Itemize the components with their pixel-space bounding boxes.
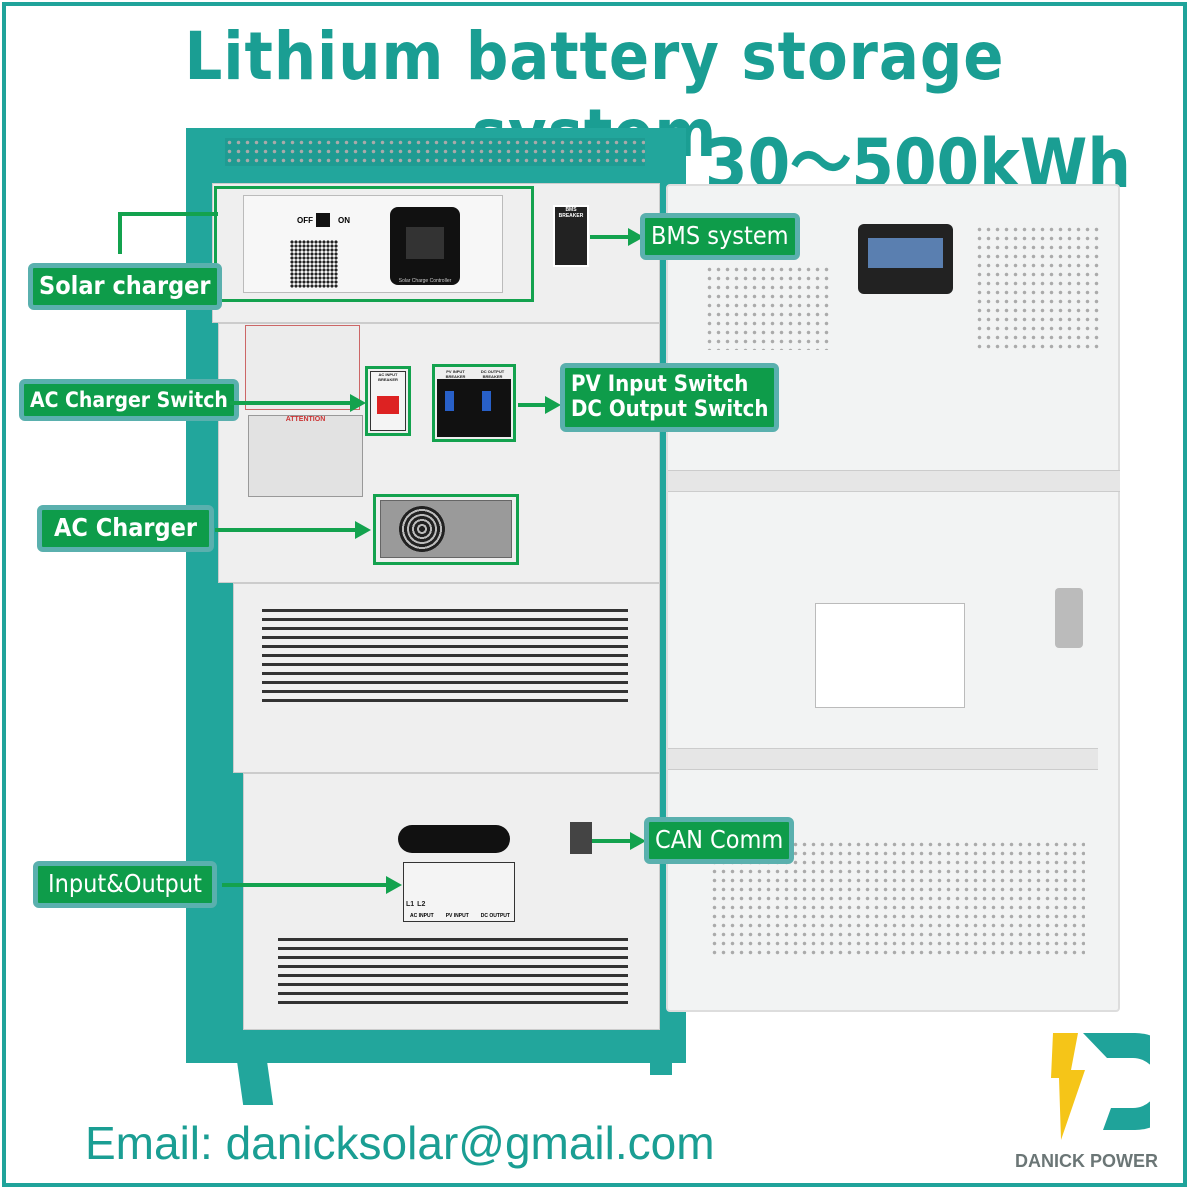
arrow-line	[590, 235, 630, 239]
ac-breaker-highlight	[365, 366, 411, 436]
bms-breaker-label: BMS BREAKER	[558, 207, 584, 219]
arrow-line	[592, 839, 632, 843]
label-dc-output-switch: DC Output Switch	[571, 397, 769, 423]
cable-gland	[398, 825, 510, 853]
door-rib	[668, 748, 1098, 770]
arrow-line	[518, 403, 546, 407]
terminal-l1: L1	[406, 901, 415, 908]
ac-input-breaker-label: AC INPUT BREAKER	[378, 372, 398, 382]
door-handle[interactable]	[1055, 588, 1083, 648]
arrow-line	[118, 212, 122, 254]
precaution-sheet	[245, 325, 360, 410]
label-ac-charger-switch: AC Charger Switch	[19, 379, 239, 422]
arrow-line	[215, 528, 357, 532]
power-switch	[316, 213, 330, 227]
vent-slots	[278, 938, 628, 1010]
vent-slots	[262, 603, 628, 708]
attention-title: ATTENTION	[285, 416, 326, 423]
arrow-head	[545, 396, 561, 414]
dc-output-breaker-label: DC OUTPUT BREAKER	[474, 369, 511, 379]
ac-input-breaker: AC INPUT BREAKER	[370, 371, 406, 431]
arrow-head	[630, 832, 646, 850]
door-vent	[975, 225, 1100, 350]
label-can-comm: CAN Comm	[644, 817, 795, 864]
ac-charger-highlight	[373, 494, 519, 565]
document-holder	[815, 603, 965, 708]
bms-breaker: BMS BREAKER	[553, 205, 589, 267]
terminal-l2: L2	[417, 901, 426, 908]
ac-input-terminal-label: AC INPUT	[410, 913, 434, 919]
arrow-head	[350, 394, 366, 412]
off-label: OFF	[297, 216, 313, 225]
label-solar-charger: Solar charger	[28, 263, 222, 310]
logo-mark-icon	[1051, 1033, 1184, 1140]
fan-grille	[290, 240, 338, 288]
ac-charger-unit	[380, 500, 512, 558]
controller-display	[390, 207, 460, 285]
contact-email[interactable]: Email: danicksolar@gmail.com	[85, 1117, 715, 1169]
danick-power-logo	[1045, 1030, 1184, 1145]
label-ac-charger: AC Charger	[37, 505, 214, 552]
terminal-block: L1 L2 AC INPUT PV INPUT DC OUTPUT	[403, 862, 515, 922]
attention-sheet: ATTENTION	[248, 415, 363, 497]
arrow-line	[222, 883, 388, 887]
can-port	[570, 822, 592, 854]
label-pv-input-switch: PV Input Switch	[571, 372, 749, 397]
on-label: ON	[338, 216, 350, 225]
pv-dc-breaker-highlight	[432, 364, 516, 442]
top-vent	[225, 138, 645, 166]
label-input-output: Input&Output	[33, 861, 217, 908]
cabinet-leg	[650, 1040, 672, 1075]
arrow-head	[355, 521, 371, 539]
bms-module	[858, 224, 953, 294]
cabinet-leg	[236, 1060, 274, 1105]
arrow-head	[386, 876, 402, 894]
door-vent	[705, 265, 830, 350]
pv-input-breaker-label: PV INPUT BREAKER	[437, 369, 474, 379]
dc-output-terminal-label: DC OUTPUT	[480, 913, 510, 919]
arrow-line	[118, 212, 218, 216]
brand-name: DANICK POWER	[1015, 1151, 1158, 1171]
arrow-line	[230, 401, 352, 405]
label-bms-system: BMS system	[640, 213, 800, 260]
pv-input-terminal-label: PV INPUT	[445, 913, 469, 919]
door-rib	[668, 470, 1120, 492]
controller-label: Solar Charge Controller	[398, 278, 452, 284]
solar-charger-highlight	[214, 186, 534, 302]
